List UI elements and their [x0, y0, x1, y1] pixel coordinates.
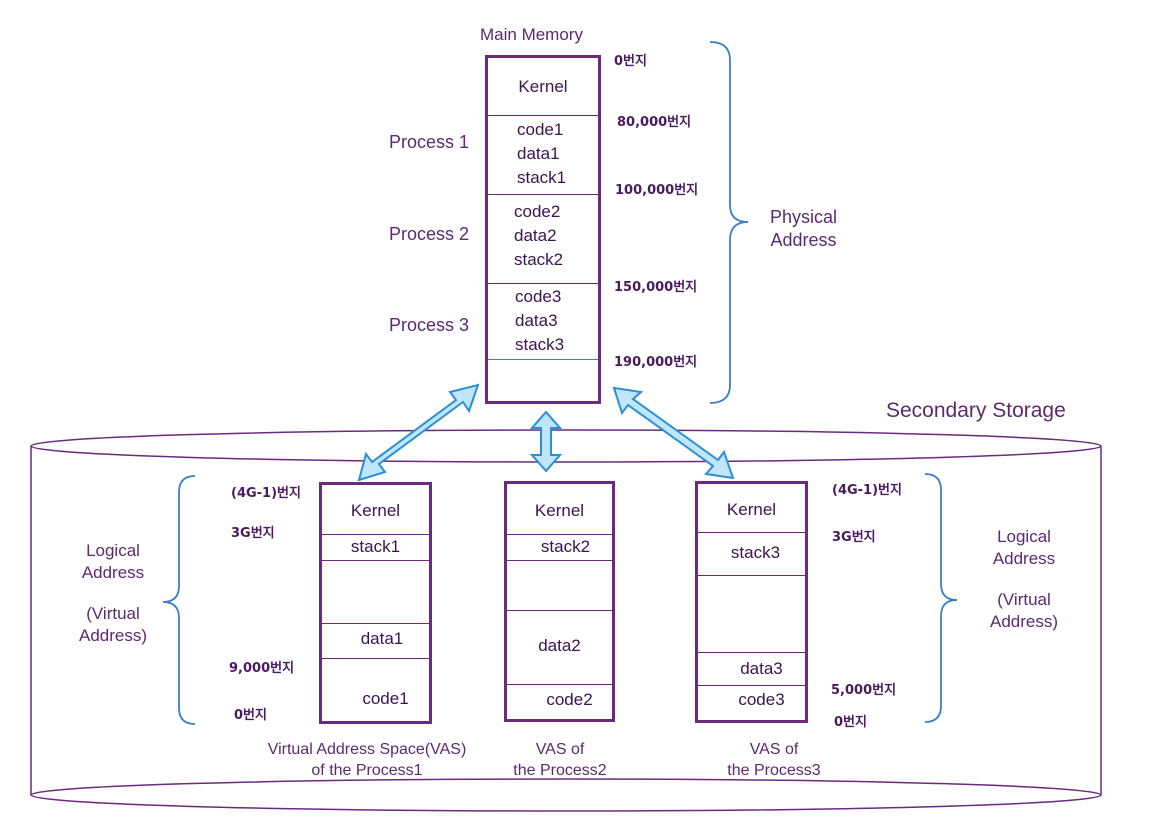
addr-150000: 150,000번지 — [614, 280, 698, 295]
logical-right-line4: Address) — [989, 612, 1059, 631]
vas1-data: data1 — [360, 629, 404, 648]
physical-address-label: Physical Address — [770, 206, 837, 252]
vas2-data: data2 — [538, 636, 581, 655]
vas1-kernel: Kernel — [350, 501, 401, 520]
main-memory-box: Kernel code1 data1 stack1 code2 data2 st… — [485, 55, 601, 404]
mapping-arrow-vas1 — [357, 383, 480, 482]
mm-data2: data2 — [514, 226, 557, 245]
vas2-caption-line1: VAS of — [535, 741, 585, 758]
vas2-caption: VAS of the Process2 — [480, 739, 640, 781]
logical-left-line1: Logical — [86, 541, 140, 560]
mm-data1: data1 — [517, 144, 560, 163]
vas3-stack: stack3 — [730, 543, 781, 562]
process-1-label: Process 1 — [389, 132, 470, 152]
vas3-box: Kernel stack3 data3 code3 — [695, 481, 808, 723]
vas3-caption: VAS of the Process3 — [694, 739, 854, 781]
mapping-arrow-vas3 — [612, 386, 735, 480]
mm-stack2: stack2 — [514, 250, 564, 269]
vas2-kernel: Kernel — [534, 501, 585, 520]
addr-0: 0번지 — [614, 54, 647, 69]
process-3-label: Process 3 — [389, 315, 470, 335]
logical-right-line1: Logical — [997, 527, 1051, 546]
logical-address-bracket-right — [924, 473, 958, 723]
vas3-data: data3 — [740, 659, 783, 678]
addr-100000: 100,000번지 — [615, 183, 699, 198]
vas1-addr-top: (4G-1)번지 — [231, 486, 301, 501]
secondary-storage-title: Secondary Storage — [886, 399, 1066, 422]
vas2-box: Kernel stack2 data2 code2 — [504, 481, 615, 722]
vas1-addr-3g: 3G번지 — [231, 526, 275, 541]
address-word: Address — [770, 230, 837, 250]
main-memory-title: Main Memory — [480, 25, 583, 44]
physical-word: Physical — [770, 207, 838, 227]
logical-address-label-right: Logical Address (Virtual Address) — [969, 526, 1079, 633]
vas1-stack: stack1 — [350, 537, 401, 556]
addr-190000: 190,000번지 — [614, 355, 698, 370]
logical-address-bracket-left — [162, 475, 196, 725]
mm-kernel-cell: Kernel — [518, 77, 568, 96]
mm-process3-block: code3 data3 stack3 — [515, 285, 564, 357]
vas1-code: code1 — [362, 689, 409, 708]
vas3-caption-line2: the Process3 — [727, 762, 821, 779]
mm-process2-block: code2 data2 stack2 — [514, 200, 563, 272]
mapping-arrow-vas2 — [529, 410, 563, 473]
mm-code2: code2 — [514, 202, 561, 221]
vas1-addr-0: 0번지 — [234, 708, 267, 723]
vas2-stack: stack2 — [540, 537, 591, 556]
logical-right-line3: (Virtual — [997, 590, 1051, 609]
vas3-kernel: Kernel — [726, 500, 777, 519]
physical-address-bracket — [709, 41, 749, 404]
mm-code1: code1 — [517, 120, 564, 139]
mm-data3: data3 — [515, 311, 558, 330]
addr-80000: 80,000번지 — [617, 115, 692, 130]
vas1-caption-line1: Virtual Address Space(VAS) — [267, 741, 467, 758]
vas3-addr-0: 0번지 — [834, 715, 867, 730]
vas1-addr-9000: 9,000번지 — [229, 661, 295, 676]
vas3-code: code3 — [738, 690, 785, 709]
logical-left-line2: Address — [81, 563, 145, 582]
mm-stack3: stack3 — [515, 335, 565, 354]
vas1-caption-line2: of the Process1 — [311, 762, 423, 779]
mm-code3: code3 — [515, 287, 562, 306]
vas1-caption: Virtual Address Space(VAS) of the Proces… — [226, 739, 508, 781]
process-2-label: Process 2 — [389, 224, 470, 244]
secondary-storage-cylinder — [30, 429, 1102, 812]
vas2-code: code2 — [546, 690, 593, 709]
logical-right-line2: Address — [992, 549, 1056, 568]
logical-left-line4: Address) — [78, 626, 148, 645]
vas3-addr-5000: 5,000번지 — [831, 683, 897, 698]
mm-stack1: stack1 — [517, 168, 567, 187]
logical-address-label-left: Logical Address (Virtual Address) — [58, 540, 168, 647]
vas3-addr-top: (4G-1)번지 — [832, 483, 902, 498]
vas1-box: Kernel stack1 data1 code1 — [319, 482, 432, 724]
mm-process1-block: code1 data1 stack1 — [517, 118, 566, 190]
vas3-caption-line1: VAS of — [749, 741, 799, 758]
logical-left-line3: (Virtual — [86, 604, 140, 623]
vas3-addr-3g: 3G번지 — [832, 530, 876, 545]
vas2-caption-line2: the Process2 — [513, 762, 607, 779]
